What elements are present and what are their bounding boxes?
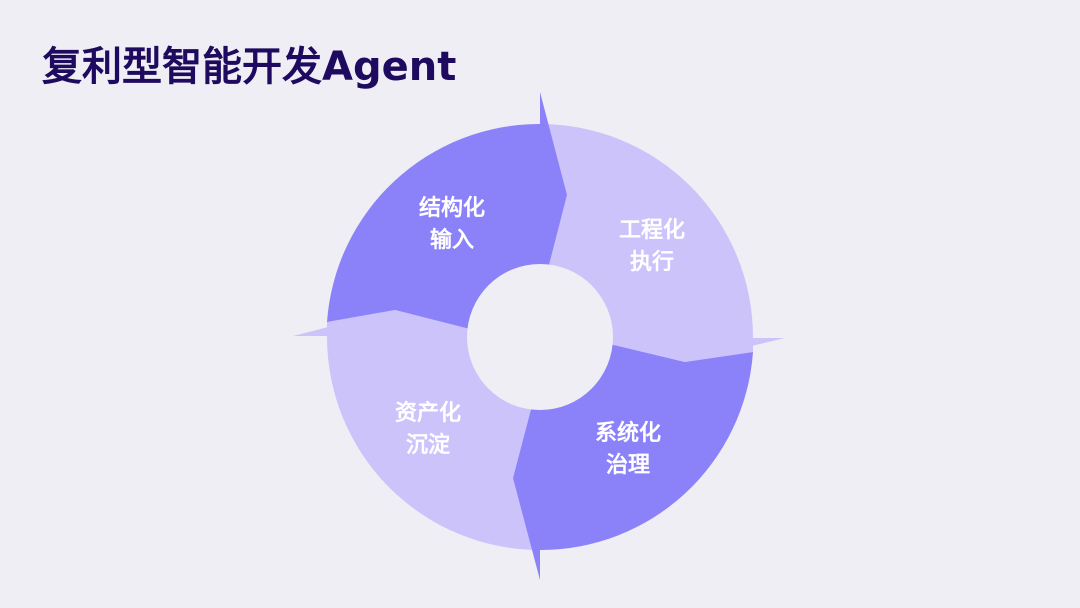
segment-label-engineering-execution: 工程化 执行	[618, 218, 685, 275]
arrowhead-left	[293, 310, 497, 336]
segment-label-asset-accumulation: 资产化 沉淀	[394, 401, 461, 458]
segment-label-structured-input: 结构化 输入	[418, 196, 485, 253]
segment-bottom-left-shape	[327, 310, 540, 550]
segment-top-left-shape	[327, 92, 567, 337]
page-title: 复利型智能开发Agent	[42, 44, 457, 90]
segment-bottom-right-shape	[513, 337, 753, 580]
arrowhead-right	[585, 338, 785, 362]
segment-label-systematic-governance: 系统化 治理	[594, 421, 661, 478]
segment-top-right-shape	[540, 124, 753, 362]
